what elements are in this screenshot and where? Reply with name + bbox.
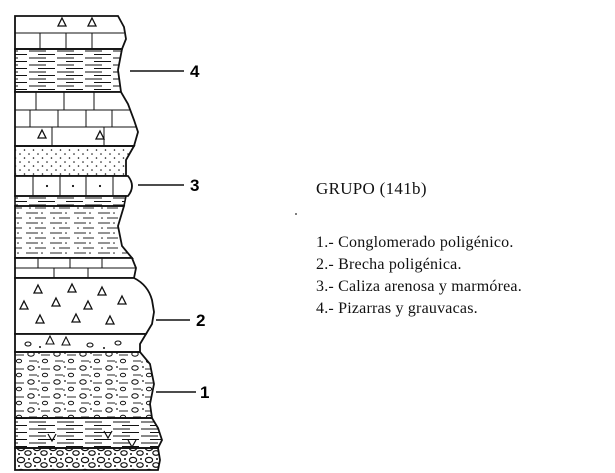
layer-limestone-middle [14, 91, 139, 147]
legend-item-caliza: 3.- Caliza arenosa y marmórea. [316, 278, 522, 295]
column-label-3: 3 [190, 176, 199, 195]
layer-conglomerate [14, 351, 155, 419]
speck-mark [295, 213, 297, 215]
label-leader-lines [130, 70, 196, 393]
layer-slate [14, 48, 124, 93]
layer-sandy-limestone [14, 175, 133, 197]
column-label-4: 4 [190, 62, 200, 81]
layer-conglomerate-base [14, 447, 161, 471]
layer-breccia [14, 277, 155, 335]
legend-title: GRUPO (141b) [316, 179, 427, 198]
column-labels: 4 3 2 1 [190, 62, 209, 402]
legend-item-brecha: 2.- Brecha poligénica. [316, 256, 462, 273]
column-label-1: 1 [200, 383, 209, 402]
layer-limestone-lower [14, 257, 137, 279]
layer-laminated [14, 195, 127, 207]
layer-limestone-top [14, 15, 127, 50]
legend-item-pizarras: 4.- Pizarras y grauvacas. [316, 300, 478, 317]
layer-slate-lower [14, 417, 163, 449]
layer-sandstone [14, 205, 134, 259]
layer-breccia-conglomerate [14, 333, 148, 353]
legend-item-conglomerado: 1.- Conglomerado poligénico. [316, 234, 514, 251]
layer-sand-upper [14, 145, 136, 177]
stratigraphic-column [14, 15, 163, 471]
column-label-2: 2 [196, 311, 205, 330]
